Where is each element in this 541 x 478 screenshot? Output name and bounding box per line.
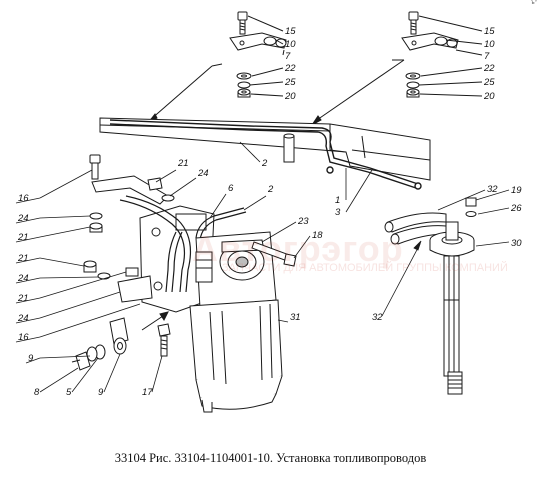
callout-9a: 9 [28, 353, 34, 364]
fuel-pickup-assembly [384, 197, 477, 395]
callout-labels: 15 10 7 22 25 20 15 10 7 22 25 20 2 21 2… [17, 26, 522, 398]
callout-25b: 25 [483, 77, 495, 88]
callout-21d: 21 [17, 293, 29, 304]
callout-18: 18 [312, 230, 323, 241]
callout-24d: 24 [17, 313, 29, 324]
callout-17: 17 [142, 387, 153, 398]
callout-23: 23 [297, 216, 309, 227]
watermark-brand: Автогрэгор [192, 228, 404, 269]
callout-24a: 24 [197, 168, 209, 179]
frame-leaders [239, 141, 373, 213]
callout-7a: 7 [285, 51, 291, 62]
callout-10b: 10 [484, 39, 495, 50]
callout-32b: 32 [372, 312, 383, 323]
callout-20b: 20 [483, 91, 495, 102]
arrow-17 [141, 311, 169, 331]
callout-6: 6 [228, 183, 234, 194]
corner-mark: ъ° [530, 0, 537, 6]
callout-15b: 15 [484, 26, 495, 37]
callout-15a: 15 [285, 26, 296, 37]
callout-8: 8 [34, 387, 40, 398]
fuel-line-upper [109, 119, 422, 190]
callout-30: 30 [511, 238, 522, 249]
callout-21a: 21 [177, 158, 189, 169]
callout-20a: 20 [284, 91, 296, 102]
pickup-leaders [381, 189, 510, 317]
bolt-17 [157, 323, 171, 357]
callout-22a: 22 [284, 63, 296, 74]
callout-5: 5 [66, 387, 72, 398]
callout-26: 26 [510, 203, 522, 214]
bracket-assembly-left [229, 11, 287, 98]
callout-21c: 21 [17, 253, 29, 264]
fuel-filter-bracket [89, 154, 215, 313]
callout-10a: 10 [285, 39, 296, 50]
fuel-filter [189, 231, 283, 413]
bracket-assembly-right [401, 11, 483, 98]
callout-31: 31 [290, 312, 301, 323]
callout-7b: 7 [484, 51, 490, 62]
figure-caption: 33104 Рис. 33104-1104001-10. Установка т… [114, 451, 427, 465]
bolt-18 [251, 241, 297, 267]
callout-2b: 2 [267, 184, 274, 195]
callout-2a: 2 [261, 158, 268, 169]
callout-24b: 24 [17, 213, 29, 224]
callout-1: 1 [335, 195, 340, 206]
callout-16a: 16 [18, 193, 29, 204]
callout-25a: 25 [284, 77, 296, 88]
callout-21b: 21 [17, 232, 29, 243]
callout-9b: 9 [98, 387, 104, 398]
callout-32a: 32 [487, 184, 498, 195]
callout-16b: 16 [18, 332, 29, 343]
watermark-subtitle: ЗАПЧАСТИ ДЛЯ АВТОМОБИЛЕЙ ГРУППЫ КОМПАНИЙ [222, 262, 508, 274]
callout-underlines [15, 197, 41, 364]
frame-member [99, 117, 431, 181]
callout-24c: 24 [17, 273, 29, 284]
filter-leaders [39, 169, 311, 393]
callout-22b: 22 [483, 63, 495, 74]
callout-3: 3 [335, 207, 341, 218]
callout-19: 19 [511, 185, 522, 196]
